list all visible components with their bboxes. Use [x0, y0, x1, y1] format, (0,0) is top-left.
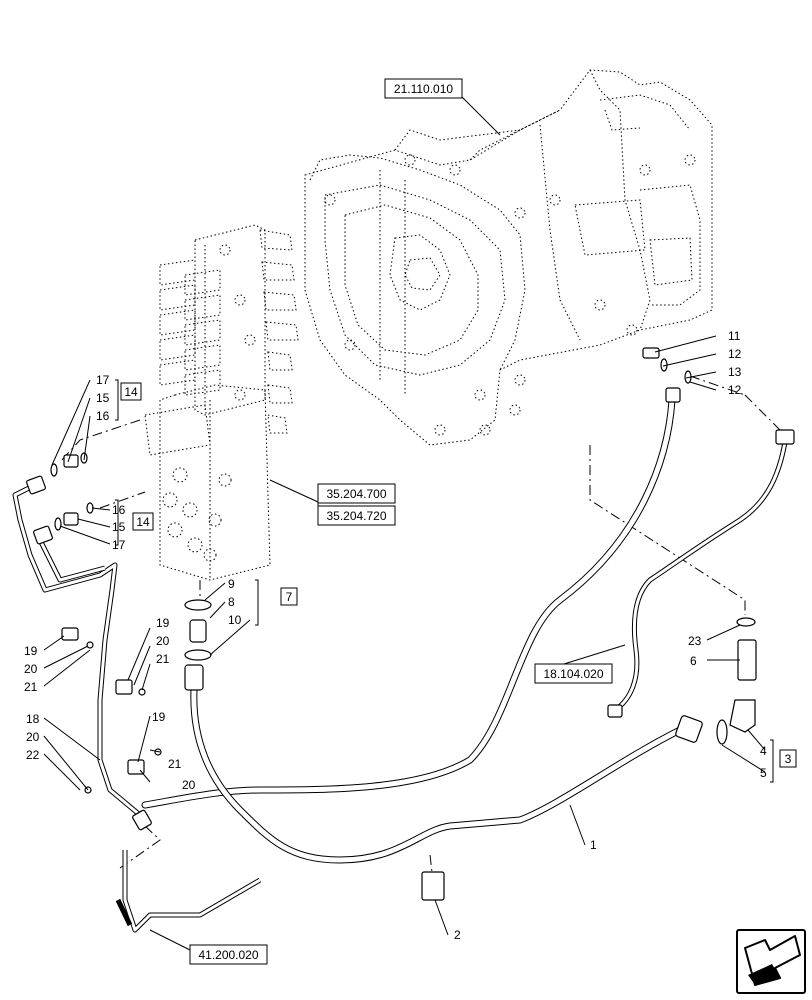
- callout-11: 11: [728, 329, 741, 343]
- callout-22: 22: [26, 748, 40, 762]
- ref-35-204-720[interactable]: 35.204.720: [317, 505, 396, 526]
- callout-19: 19: [24, 644, 38, 658]
- callout-17: 17: [96, 373, 110, 387]
- ref-18-104-020-label: 18.104.020: [543, 667, 603, 681]
- callout-13: 13: [728, 365, 742, 379]
- ref-35-204-720-label: 35.204.720: [326, 509, 386, 523]
- transmission-housing: [304, 69, 713, 446]
- group-box-3[interactable]: 3: [779, 749, 797, 768]
- group-box-7[interactable]: 7: [280, 587, 298, 606]
- callout-12: 12: [728, 347, 742, 361]
- callout-16: 16: [112, 503, 126, 517]
- group-box-14-lower[interactable]: 14: [132, 512, 154, 531]
- callout-8: 8: [228, 595, 235, 609]
- callout-17: 17: [112, 538, 126, 552]
- callout-21: 21: [168, 757, 182, 771]
- fittings: [26, 347, 795, 901]
- callout-10: 10: [228, 613, 242, 627]
- group-boxes: 14 14 7 3: [120, 382, 797, 768]
- callout-1: 1: [590, 838, 597, 852]
- callout-2: 2: [454, 928, 461, 942]
- group-box-7-label: 7: [286, 590, 293, 604]
- ref-41-200-020[interactable]: 41.200.020: [189, 944, 268, 965]
- group-box-14-lower-label: 14: [136, 515, 150, 529]
- ref-41-200-020-label: 41.200.020: [198, 948, 258, 962]
- callout-4: 4: [760, 744, 767, 758]
- leader-lines: [43, 94, 774, 951]
- control-valve-block: [144, 224, 299, 581]
- ref-35-204-700[interactable]: 35.204.700: [317, 483, 396, 504]
- callout-19: 19: [152, 710, 166, 724]
- quick-coupler-row: [159, 229, 299, 434]
- callout-5: 5: [760, 766, 767, 780]
- callout-20: 20: [24, 662, 38, 676]
- group-box-3-label: 3: [785, 752, 792, 766]
- ref-18-104-020[interactable]: 18.104.020: [534, 663, 613, 684]
- callout-16: 16: [96, 409, 110, 423]
- callout-12: 12: [728, 383, 742, 397]
- callout-15: 15: [96, 391, 110, 405]
- hydraulic-lines: [12, 396, 788, 933]
- callout-20: 20: [182, 778, 196, 792]
- group-box-14-upper[interactable]: 14: [120, 382, 142, 401]
- reference-boxes: 21.110.010 35.204.700 35.204.720 18.104.…: [189, 78, 613, 965]
- callout-23: 23: [688, 634, 702, 648]
- callout-20: 20: [26, 730, 40, 744]
- callout-21: 21: [24, 680, 38, 694]
- callout-9: 9: [228, 577, 235, 591]
- callout-19: 19: [156, 616, 170, 630]
- callout-20: 20: [156, 634, 170, 648]
- navigation-arrow-icon[interactable]: [736, 929, 806, 994]
- callout-numbers: 11 12 13 12 17 15 16 16 15 17 9 8 10 19 …: [24, 329, 767, 942]
- ref-35-204-700-label: 35.204.700: [326, 487, 386, 501]
- callout-15: 15: [112, 520, 126, 534]
- group-box-14-upper-label: 14: [124, 385, 138, 399]
- ref-21-110-010[interactable]: 21.110.010: [384, 78, 463, 99]
- callout-6: 6: [690, 654, 697, 668]
- callout-21: 21: [156, 652, 170, 666]
- ref-21-110-010-label: 21.110.010: [394, 82, 453, 96]
- callout-18: 18: [26, 712, 40, 726]
